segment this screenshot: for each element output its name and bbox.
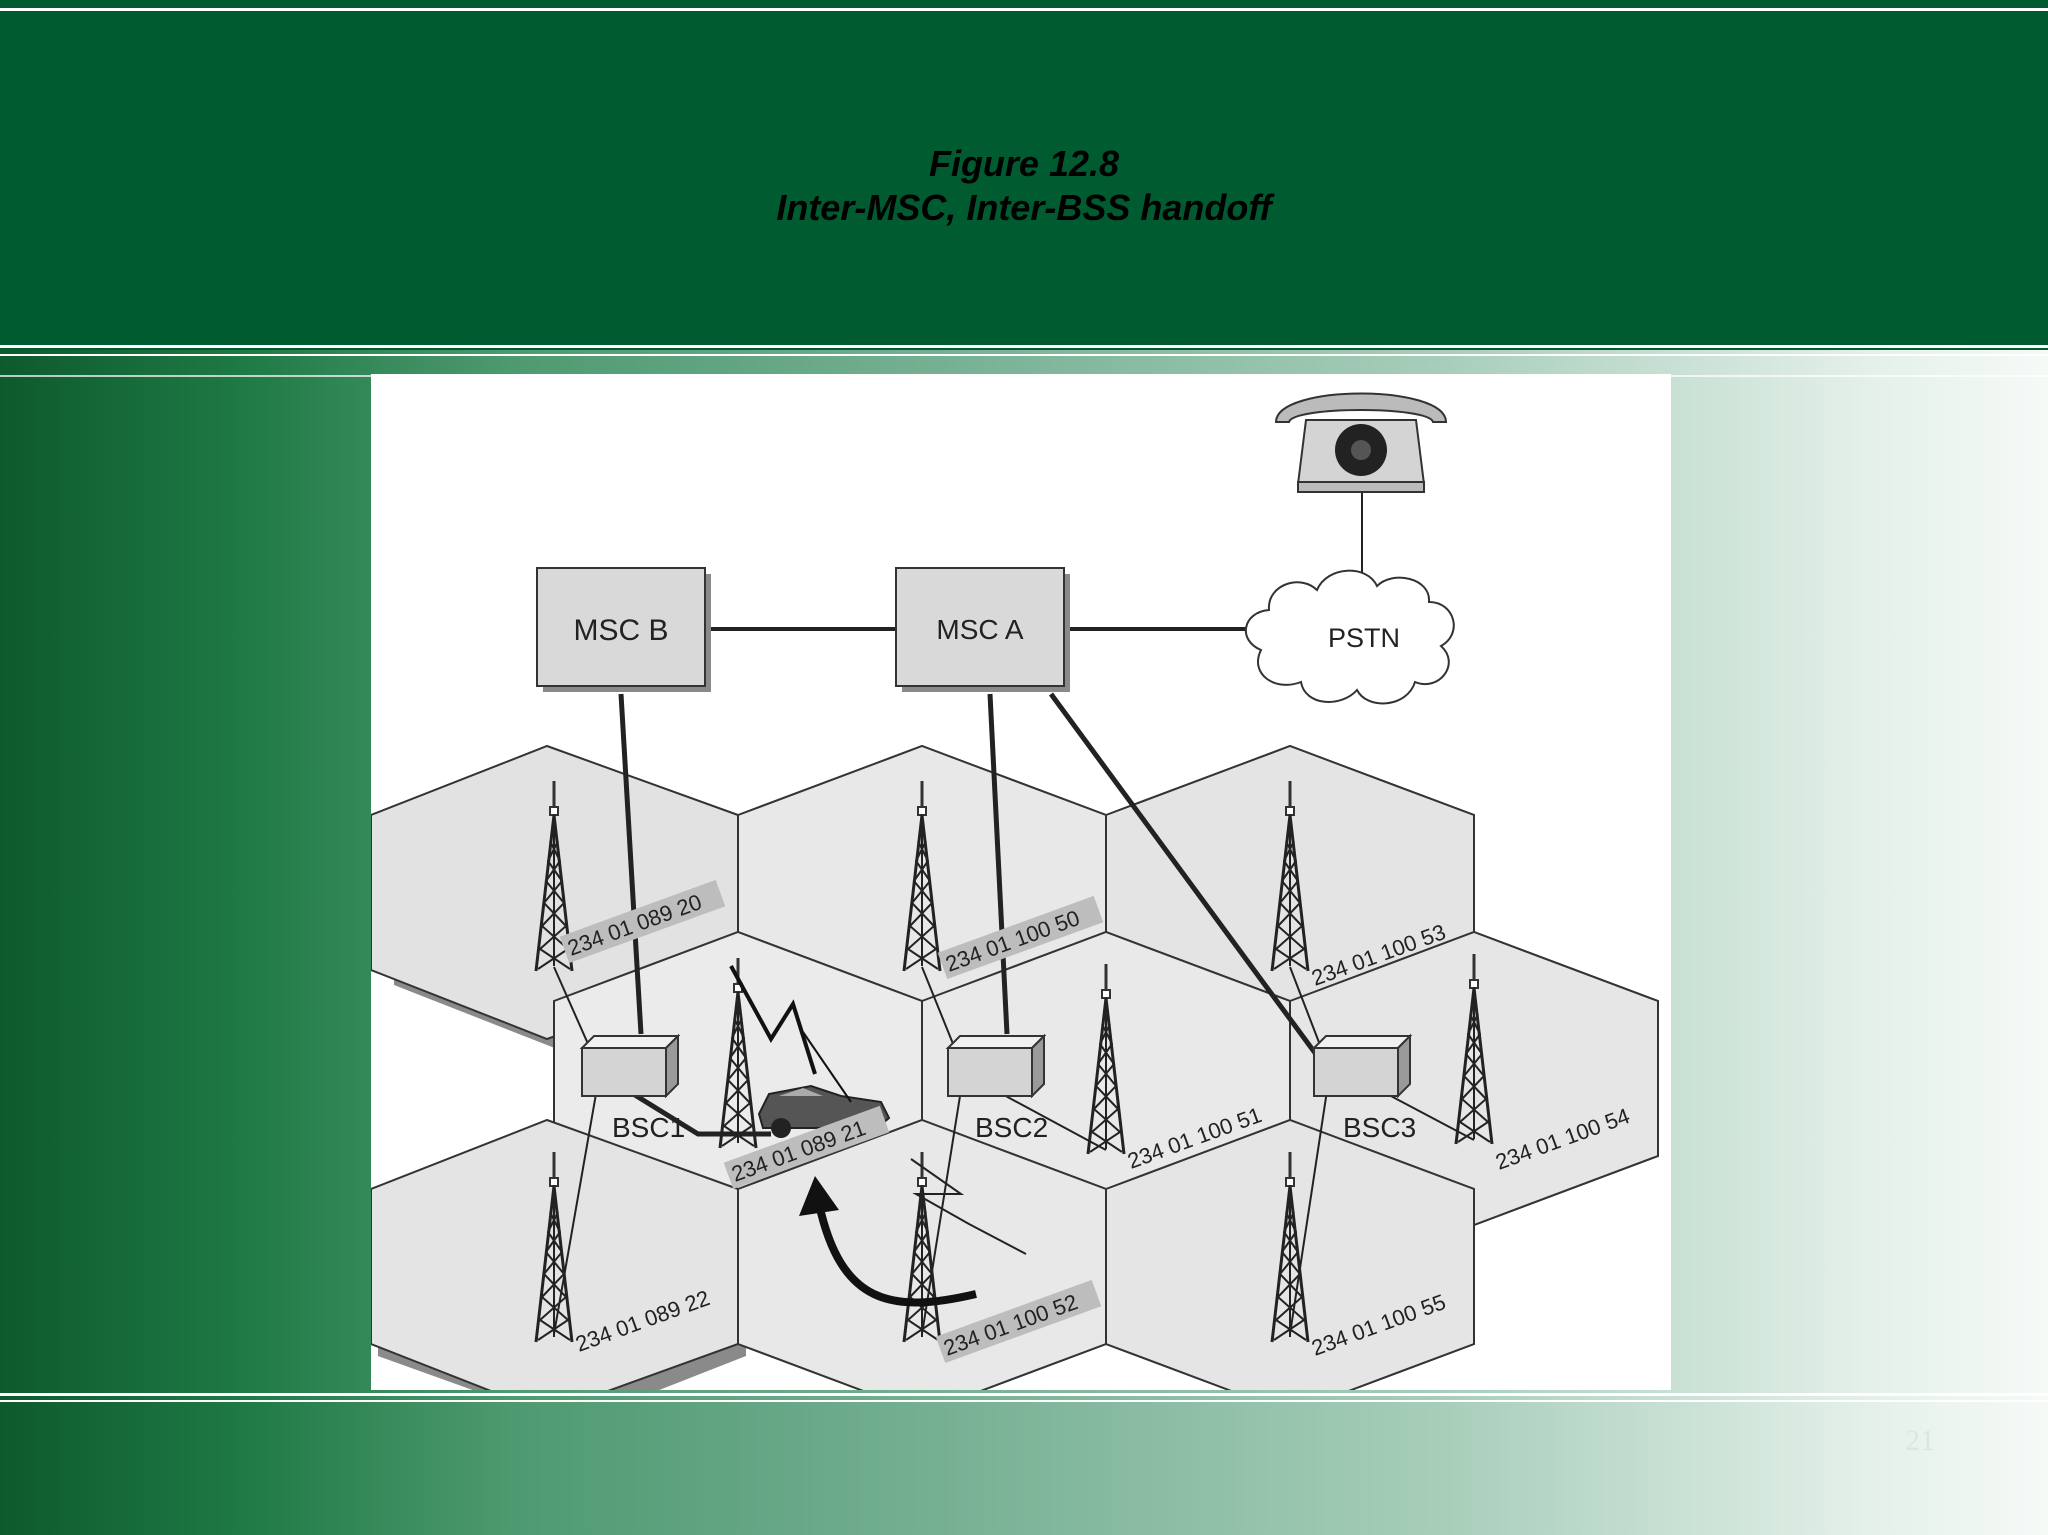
figure-caption: Inter-MSC, Inter-BSS handoff <box>776 187 1272 228</box>
footer-rule-2 <box>0 1400 2048 1402</box>
network-diagram: MSC B MSC A PSTN BSC1 BSC2 BSC3 234 01 0… <box>370 392 1659 1425</box>
banner-rule-1 <box>0 345 2048 348</box>
msc-a-label: MSC A <box>936 614 1023 645</box>
pstn-label: PSTN <box>1328 623 1400 653</box>
figure-number: Figure 12.8 <box>928 143 1120 184</box>
bsc2-box <box>947 1035 1045 1097</box>
msc-a-box <box>895 567 1070 692</box>
bsc3-label: BSC3 <box>1343 1112 1416 1143</box>
core-links <box>711 492 1363 631</box>
diagram-figure: MSC B MSC A PSTN BSC1 BSC2 BSC3 234 01 0… <box>370 374 1671 1425</box>
banner-rule-2 <box>0 354 2048 356</box>
telephone-icon <box>1274 392 1448 493</box>
radio-link <box>729 965 852 1103</box>
bsc1-box <box>581 1035 679 1097</box>
bsc2-label: BSC2 <box>975 1112 1048 1143</box>
title-banner <box>0 0 2048 350</box>
footer-rule-1 <box>0 1393 2048 1396</box>
bsc3-box <box>1313 1035 1411 1097</box>
msc-b-box <box>536 567 711 692</box>
handoff-arrow <box>799 1176 977 1307</box>
bsc1-label: BSC1 <box>612 1112 685 1143</box>
hex-cells <box>370 744 1659 1415</box>
page-number: 21 <box>1905 1424 1935 1457</box>
signal-zigzag <box>910 1158 1027 1255</box>
pstn-cloud <box>1244 569 1455 705</box>
top-rule <box>0 8 2048 11</box>
msc-bsc-links <box>618 692 1321 1137</box>
slide-title: Figure 12.8 Inter-MSC, Inter-BSS handoff <box>0 142 2048 230</box>
msc-b-label: MSC B <box>573 614 668 647</box>
